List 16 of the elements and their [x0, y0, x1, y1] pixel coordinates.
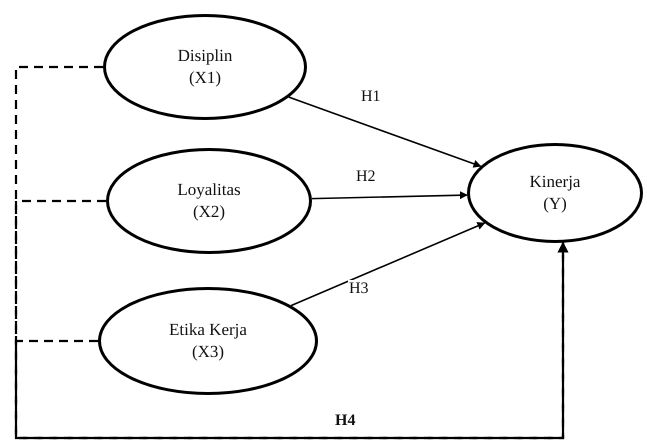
variable-name: Loyalitas	[177, 179, 241, 201]
variable-code: (X2)	[192, 201, 226, 223]
variable-code: (X3)	[192, 341, 224, 363]
dashed-arrow	[14, 242, 568, 440]
variable-code: (Y)	[543, 193, 567, 215]
variable-ellipse	[106, 148, 312, 254]
variable-ellipse	[103, 14, 307, 120]
arrow	[288, 96, 482, 168]
variable-name: Kinerja	[530, 171, 580, 193]
variable-ellipse	[98, 287, 318, 395]
variable-code: (X1)	[188, 67, 222, 89]
variable-ellipse	[467, 143, 643, 243]
variable-name: Etika Kerja	[169, 319, 247, 341]
variable-name: Disiplin	[178, 45, 232, 67]
arrow	[290, 222, 486, 306]
arrow	[312, 191, 468, 200]
